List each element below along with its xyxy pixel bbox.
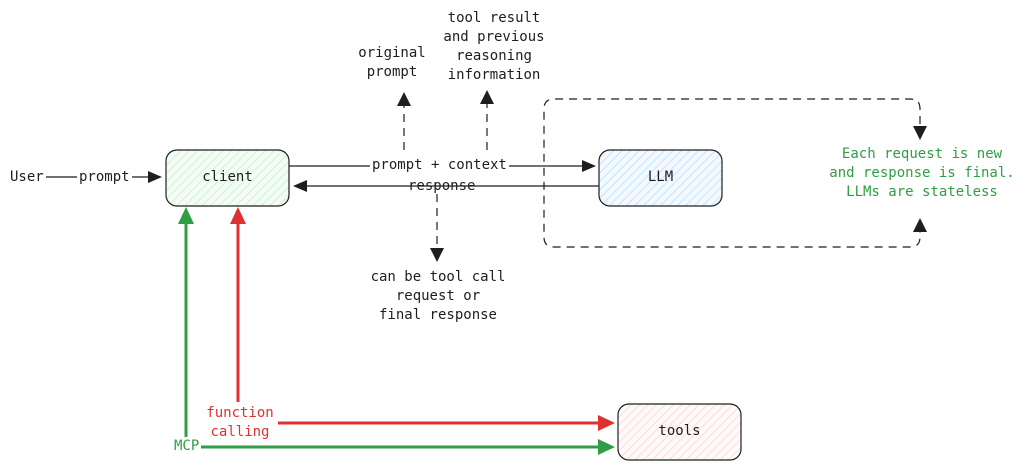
llm-to-client-arrowhead <box>293 180 307 192</box>
client-label: client <box>202 169 253 185</box>
tools-node <box>617 403 742 461</box>
mcp-edge-label: MCP <box>172 437 202 456</box>
client-node <box>165 149 290 207</box>
loop-arrowhead-down <box>913 126 927 140</box>
original-prompt-arrowhead <box>397 92 411 106</box>
tool-result-annotation: tool result and previous reasoning infor… <box>443 10 545 83</box>
client-to-llm-arrowhead <box>582 160 596 172</box>
tool-call-annotation: can be tool call request or final respon… <box>370 269 506 323</box>
function-calling-to-tools-arrowhead <box>598 415 615 431</box>
function-calling-up-arrowhead <box>230 207 246 224</box>
user-label: User <box>10 169 44 185</box>
stateless-loop-border <box>543 98 921 248</box>
prompt-edge-label: prompt <box>77 168 132 187</box>
original-prompt-annotation: original prompt <box>358 45 426 80</box>
response-down-arrowhead <box>430 248 444 262</box>
mcp-up-arrowhead <box>178 207 194 224</box>
loop-arrowhead-up <box>913 218 927 232</box>
prompt-context-edge-label: prompt + context <box>370 156 509 175</box>
tools-label: tools <box>658 423 701 439</box>
llm-label: LLM <box>647 169 674 185</box>
function-calling-edge-label: function calling <box>202 404 278 442</box>
tool-result-arrowhead <box>480 90 494 104</box>
mcp-arrow <box>184 222 201 449</box>
llm-node <box>598 149 723 207</box>
user-to-client-arrowhead <box>148 171 162 183</box>
stateless-note: Each request is new and response is fina… <box>829 146 1015 200</box>
mcp-to-tools-arrowhead <box>598 439 615 455</box>
response-edge-label: response <box>408 178 476 194</box>
